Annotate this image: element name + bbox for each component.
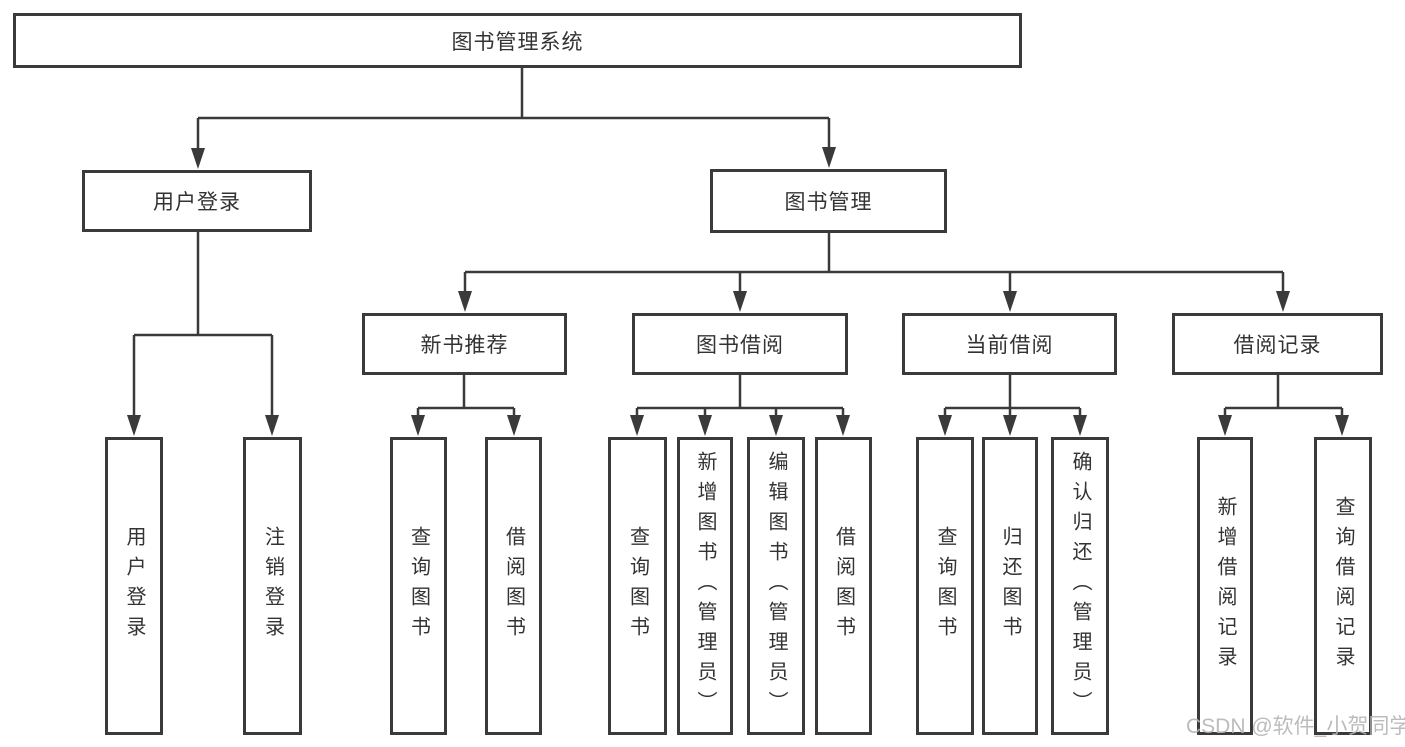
node-user-login: 用户登录: [82, 170, 312, 232]
node-label: 编辑图书（管理员）: [765, 451, 787, 721]
node-label: 查询借阅记录: [1332, 496, 1354, 676]
node-leaf-user-login: 用户登录: [105, 437, 163, 735]
node-leaf-query-borrow-record: 查询借阅记录: [1314, 437, 1372, 735]
connector-book-borrow-to-leaves: [635, 375, 845, 419]
node-root: 图书管理系统: [13, 13, 1022, 68]
watermark: CSDN @软件_小贺同学: [1186, 715, 1405, 738]
node-label: 查询图书: [626, 526, 649, 646]
connector-borrow-records-to-leaves: [1223, 375, 1344, 419]
connector-user-login-to-leaves: [132, 232, 274, 419]
node-new-book-recommend: 新书推荐: [362, 313, 567, 375]
node-label: 借阅记录: [1233, 334, 1322, 357]
node-leaf-query-books-rec: 查询图书: [390, 437, 447, 735]
node-label: 确认归还（管理员）: [1069, 451, 1091, 721]
connector-root-to-level2: [196, 68, 831, 152]
connector-current-borrow-to-leaves: [943, 375, 1082, 419]
node-label: 借阅图书: [502, 526, 525, 646]
node-leaf-edit-book-admin: 编辑图书（管理员）: [747, 437, 805, 735]
node-label: 图书管理: [784, 191, 873, 214]
node-borrow-records: 借阅记录: [1172, 313, 1383, 375]
node-leaf-borrow-books-borrow: 借阅图书: [815, 437, 872, 735]
node-label: 新增借阅记录: [1214, 496, 1236, 676]
connector-book-mgmt-to-level3: [463, 233, 1285, 295]
node-leaf-add-borrow-record: 新增借阅记录: [1197, 437, 1253, 735]
node-label: 当前借阅: [965, 334, 1054, 357]
node-label: 归还图书: [999, 526, 1021, 646]
node-label: 图书借阅: [696, 334, 784, 357]
node-leaf-borrow-books-rec: 借阅图书: [485, 437, 542, 735]
node-label: 用户登录: [153, 191, 241, 214]
node-leaf-confirm-return-admin: 确认归还（管理员）: [1051, 437, 1109, 735]
node-book-management: 图书管理: [710, 169, 947, 233]
node-label: 借阅图书: [832, 526, 855, 646]
node-leaf-query-books-current: 查询图书: [916, 437, 974, 735]
node-label: 查询图书: [934, 526, 956, 646]
node-book-borrow: 图书借阅: [632, 313, 848, 375]
node-current-borrow: 当前借阅: [902, 313, 1117, 375]
node-label: 注销登录: [261, 526, 284, 646]
node-leaf-return-book: 归还图书: [982, 437, 1038, 735]
node-leaf-query-books-borrow: 查询图书: [608, 437, 667, 735]
node-label: 新书推荐: [420, 334, 509, 357]
node-label: 查询图书: [407, 526, 430, 646]
node-leaf-add-book-admin: 新增图书（管理员）: [677, 437, 733, 735]
node-label: 新增图书（管理员）: [694, 451, 716, 721]
node-label: 用户登录: [123, 526, 145, 646]
node-label: 图书管理系统: [451, 30, 584, 54]
node-leaf-logout: 注销登录: [243, 437, 302, 735]
connector-new-book-rec-to-leaves: [416, 375, 516, 419]
